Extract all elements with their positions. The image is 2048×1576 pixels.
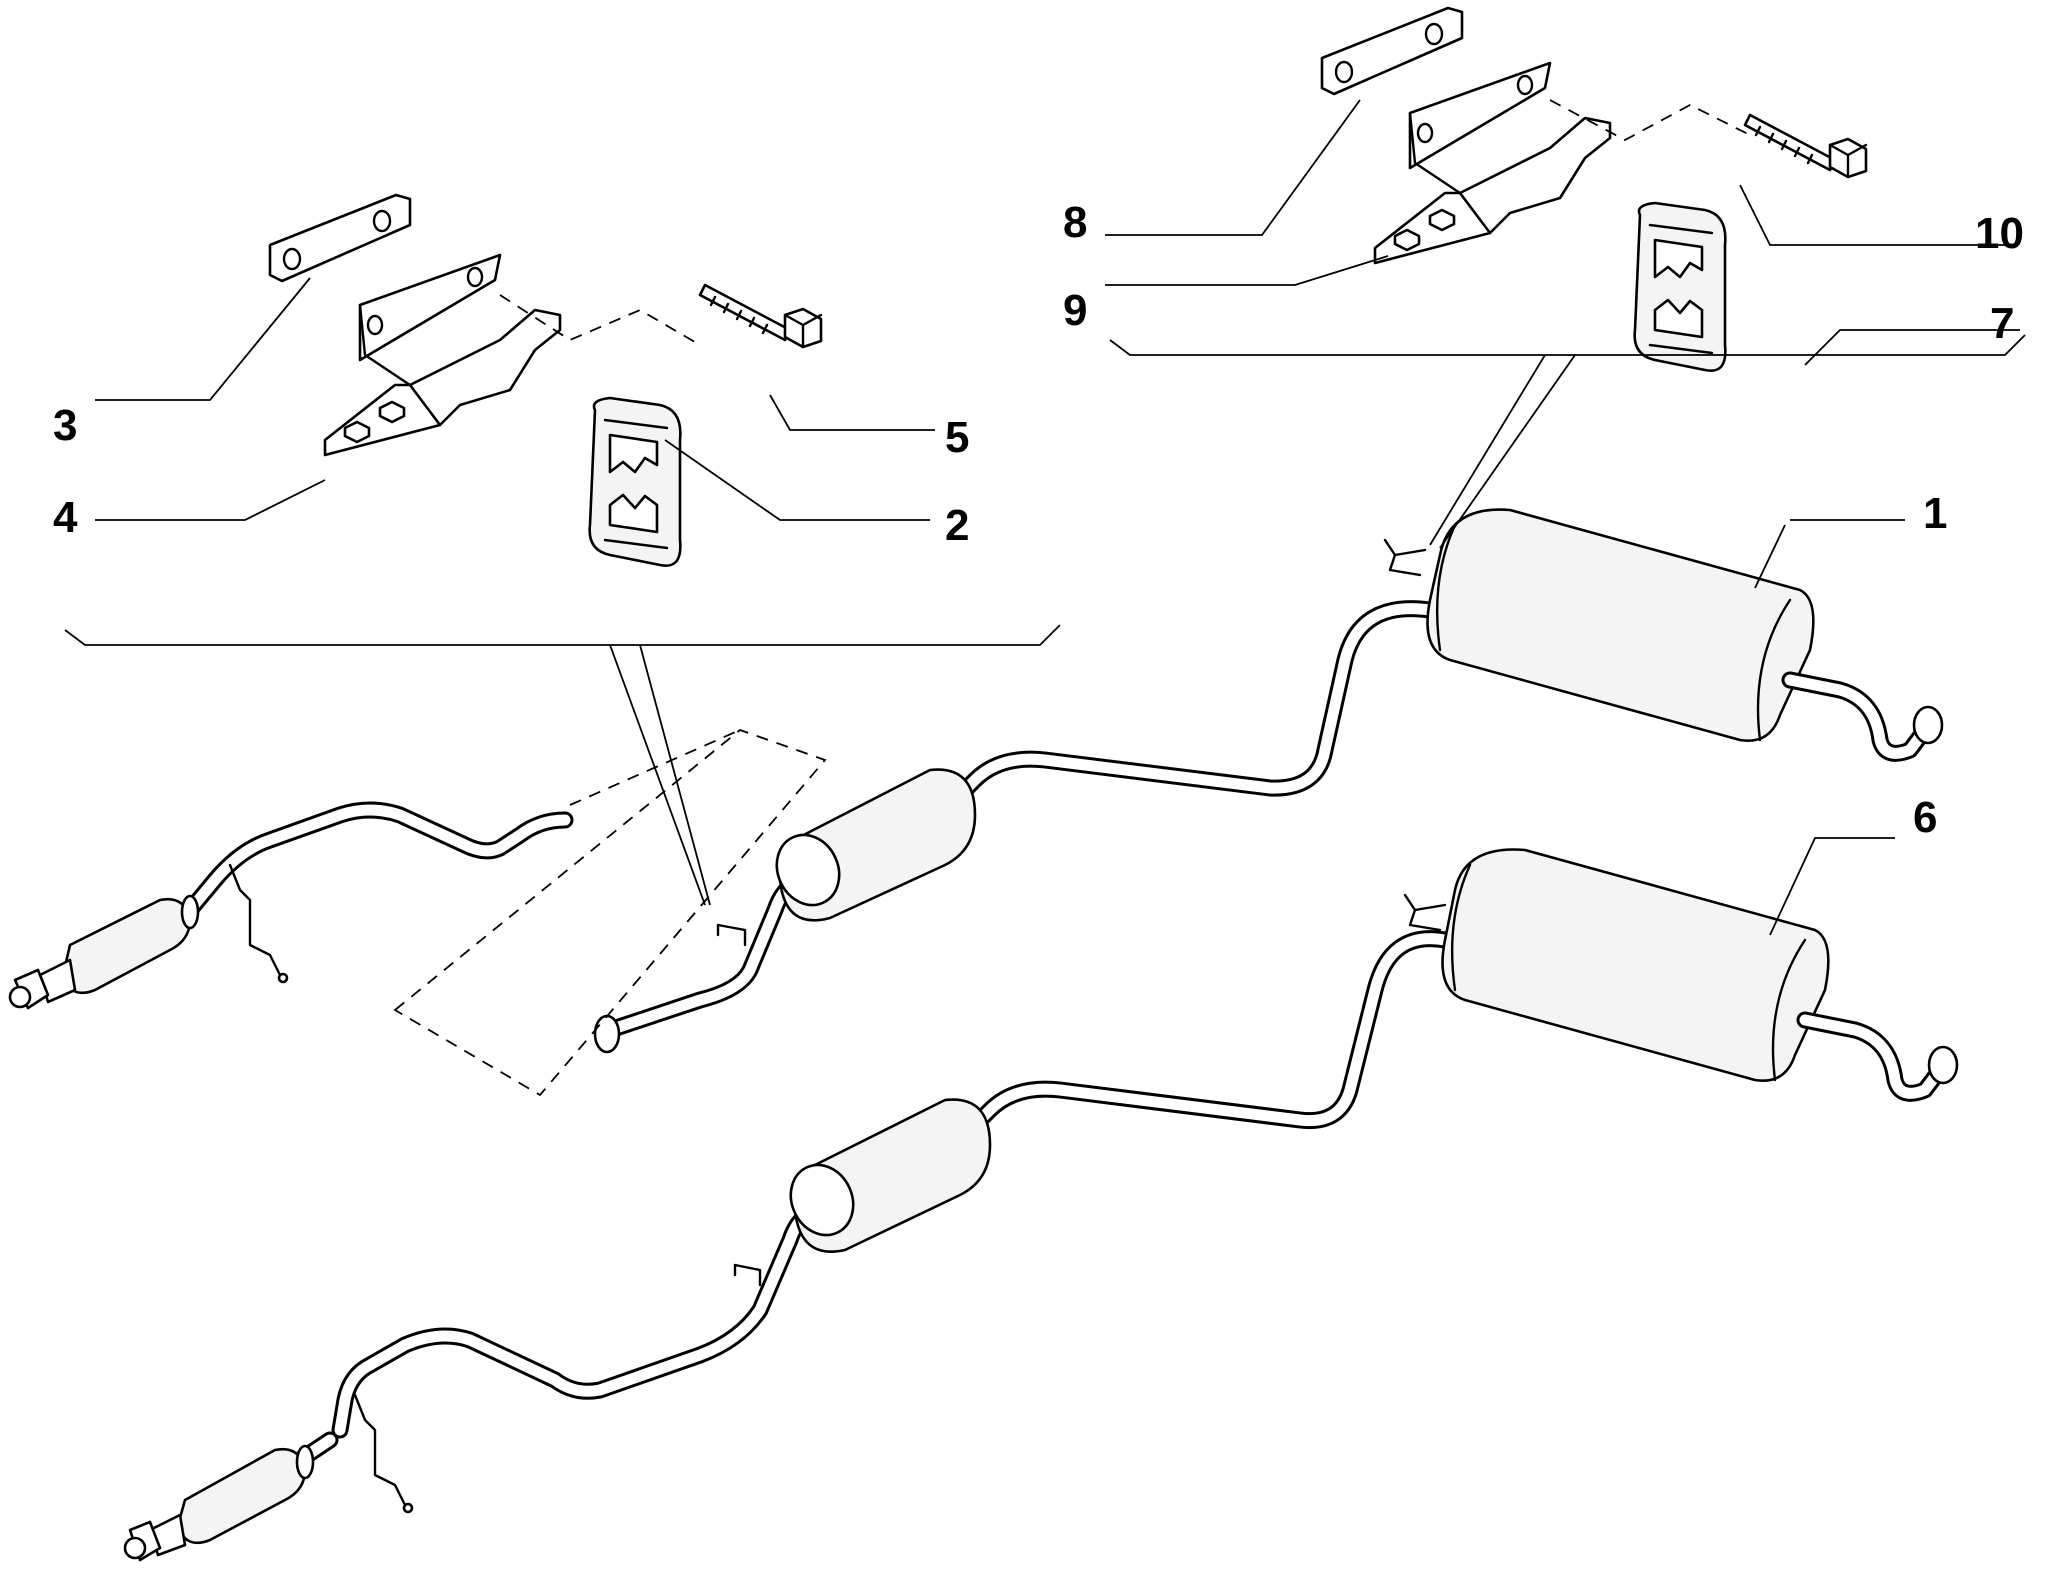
callout-1: 1 <box>1923 489 1947 538</box>
rear-silencer-1 <box>1383 508 1944 762</box>
bolt-5 <box>698 283 823 349</box>
front-pipe-flange <box>593 1014 621 1054</box>
callout-10: 10 <box>1975 209 2024 258</box>
hanger-bracket-9 <box>1373 61 1612 265</box>
catalytic-converter-1 <box>8 894 200 1010</box>
callout-2: 2 <box>945 501 969 550</box>
leader-lines <box>95 99 2020 936</box>
callout-8: 8 <box>1063 198 1087 247</box>
hanger-bracket-4 <box>323 253 562 457</box>
callout-5: 5 <box>945 413 969 462</box>
center-silencer-2 <box>789 1098 992 1253</box>
rear-silencer-2 <box>1403 848 1959 1102</box>
detail-2-bracket-kit <box>1320 6 1868 373</box>
clamp-plate-8 <box>1320 6 1464 96</box>
center-silencer <box>775 768 977 922</box>
rubber-mount-2 <box>588 396 682 568</box>
callout-4: 4 <box>53 493 78 542</box>
callout-7: 7 <box>1990 299 2014 348</box>
catalytic-converter-2 <box>123 1393 414 1562</box>
callout-9: 9 <box>1063 286 1087 335</box>
front-pipe-exploded <box>8 801 574 1010</box>
detail-bracket-lines <box>64 334 2026 1097</box>
clamp-plate-3 <box>268 193 412 283</box>
lower-muffler-assembly <box>123 848 1959 1562</box>
callout-3: 3 <box>53 401 77 450</box>
bolt-10 <box>1743 113 1868 179</box>
upper-muffler-assembly <box>593 508 1944 1054</box>
callout-6: 6 <box>1913 793 1937 842</box>
detail-1-bracket-kit <box>268 193 823 568</box>
rubber-mount-7 <box>1633 201 1727 373</box>
callout-labels: 1 2 3 4 5 6 7 8 9 10 <box>53 198 2024 842</box>
